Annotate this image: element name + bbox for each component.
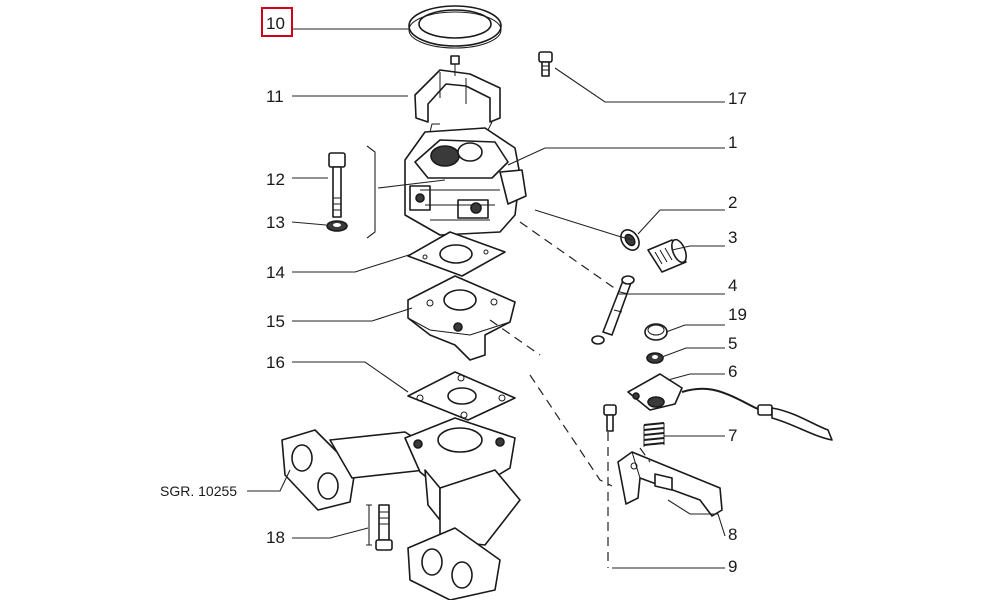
part-8-support-bracket[interactable]	[617, 451, 723, 517]
part-19-cap[interactable]	[644, 323, 668, 341]
part-10-ring-gasket[interactable]	[408, 5, 502, 49]
label-5[interactable]: 5	[728, 334, 737, 353]
label-8[interactable]: 8	[728, 525, 737, 544]
label-7[interactable]: 7	[728, 426, 737, 445]
label-19[interactable]: 19	[728, 305, 747, 324]
label-2[interactable]: 2	[728, 193, 737, 212]
part-7-spring[interactable]	[643, 422, 665, 447]
label-1[interactable]: 1	[728, 133, 737, 152]
part-5-clip[interactable]	[646, 352, 664, 364]
part-14-gasket[interactable]	[407, 231, 506, 277]
part-12-long-bolt[interactable]	[328, 152, 346, 218]
label-9[interactable]: 9	[728, 557, 737, 576]
label-4[interactable]: 4	[728, 276, 737, 295]
part-16-manifold-gasket[interactable]	[407, 371, 516, 421]
label-15[interactable]: 15	[266, 312, 285, 331]
part-3-fuel-filter[interactable]	[647, 238, 689, 273]
part-labels: 10 11 12 13 14 15 16 17 1 2 3 4 19 5 6 7…	[160, 7, 747, 576]
intake-manifold	[281, 417, 521, 600]
label-6[interactable]: 6	[728, 362, 737, 381]
label-14[interactable]: 14	[266, 263, 285, 282]
part-6-cable-bracket[interactable]	[627, 373, 833, 441]
leader-lines	[247, 28, 726, 569]
part-1-carburettor[interactable]	[404, 121, 527, 236]
part-17-screw[interactable]	[538, 51, 553, 77]
part-11-bracket[interactable]	[414, 55, 501, 123]
label-17[interactable]: 17	[728, 89, 747, 108]
label-10[interactable]: 10	[266, 14, 285, 33]
part-15-spacer-plate[interactable]	[407, 275, 516, 361]
part-18-stud-bolt[interactable]	[366, 504, 393, 551]
label-16[interactable]: 16	[266, 353, 285, 372]
part-13-washer[interactable]	[326, 220, 348, 232]
label-13[interactable]: 13	[266, 213, 285, 232]
assembly-lines	[489, 221, 651, 568]
part-9-small-bolt[interactable]	[603, 404, 617, 432]
label-11[interactable]: 11	[266, 87, 284, 106]
label-18[interactable]: 18	[266, 528, 285, 547]
label-12[interactable]: 12	[266, 170, 285, 189]
reference-code: SGR. 10255	[160, 483, 237, 499]
highlight-box-10	[261, 7, 293, 37]
label-3[interactable]: 3	[728, 228, 737, 247]
part-4-linkage-rod[interactable]	[591, 275, 635, 345]
